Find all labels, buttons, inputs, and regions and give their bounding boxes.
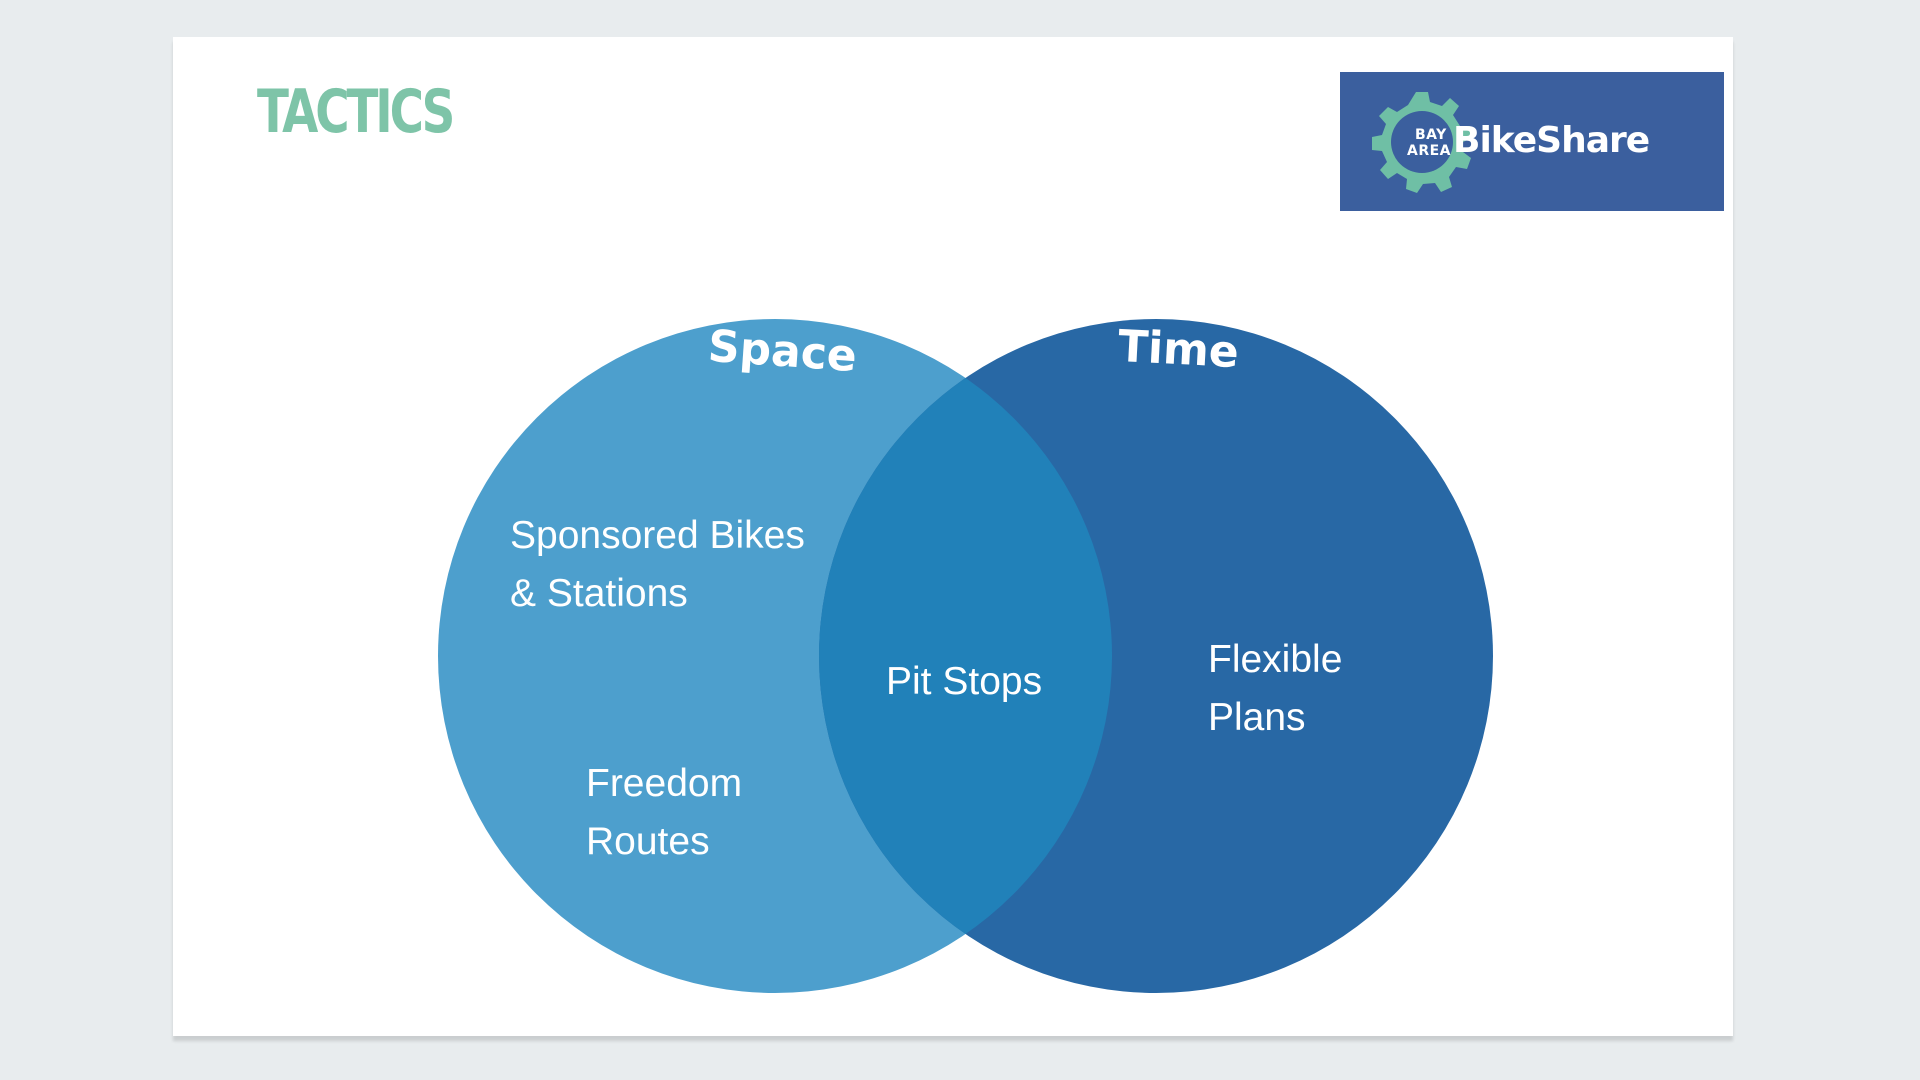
logo-text-bay: BAY — [1415, 127, 1447, 143]
bay-area-bikeshare-logo: BAY AREA BikeShare — [1340, 72, 1724, 211]
overlap-region — [819, 319, 1112, 993]
slide-title: TACTICS — [257, 77, 455, 147]
pit-stops-label: Pit Stops — [886, 660, 1043, 703]
freedom-routes-label: Freedom Routes — [586, 762, 743, 863]
flexible-plans-label: Flexible Plans — [1208, 638, 1343, 739]
gear-hole — [1391, 111, 1453, 173]
space-heading: Space — [706, 320, 859, 383]
sponsored-bikes-label: Sponsored Bikes & Stations — [510, 514, 805, 615]
gear-icon — [1372, 92, 1472, 193]
time-heading: Time — [1116, 320, 1241, 379]
logo-text-bikeshare: BikeShare — [1453, 120, 1650, 161]
logo-text-area: AREA — [1407, 143, 1452, 159]
slide: TACTICS BAY AREA BikeShare Space Time Sp… — [173, 37, 1733, 1036]
venn-diagram — [438, 319, 1493, 993]
